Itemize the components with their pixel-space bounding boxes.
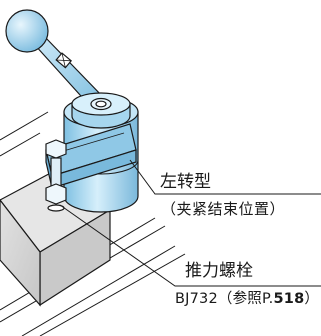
leader-lines bbox=[59, 159, 321, 287]
clamp-body bbox=[63, 92, 139, 213]
push-bolt-label: 推力螺栓 bbox=[185, 261, 253, 281]
push-bolt-reference: BJ732（参照P.518） bbox=[175, 292, 319, 307]
clamp-type-label: 左转型 bbox=[160, 172, 211, 192]
push-bolt-ref-page: 518 bbox=[273, 291, 305, 307]
push-bolt bbox=[45, 139, 67, 212]
clamp-type-note: （夹紧结束位置） bbox=[161, 200, 286, 218]
handle-lever bbox=[5, 9, 105, 107]
push-bolt-ref-suffix: ） bbox=[304, 291, 320, 307]
clamp-arm bbox=[45, 123, 137, 189]
push-bolt-ref-prefix: BJ732（参照P. bbox=[175, 291, 274, 307]
